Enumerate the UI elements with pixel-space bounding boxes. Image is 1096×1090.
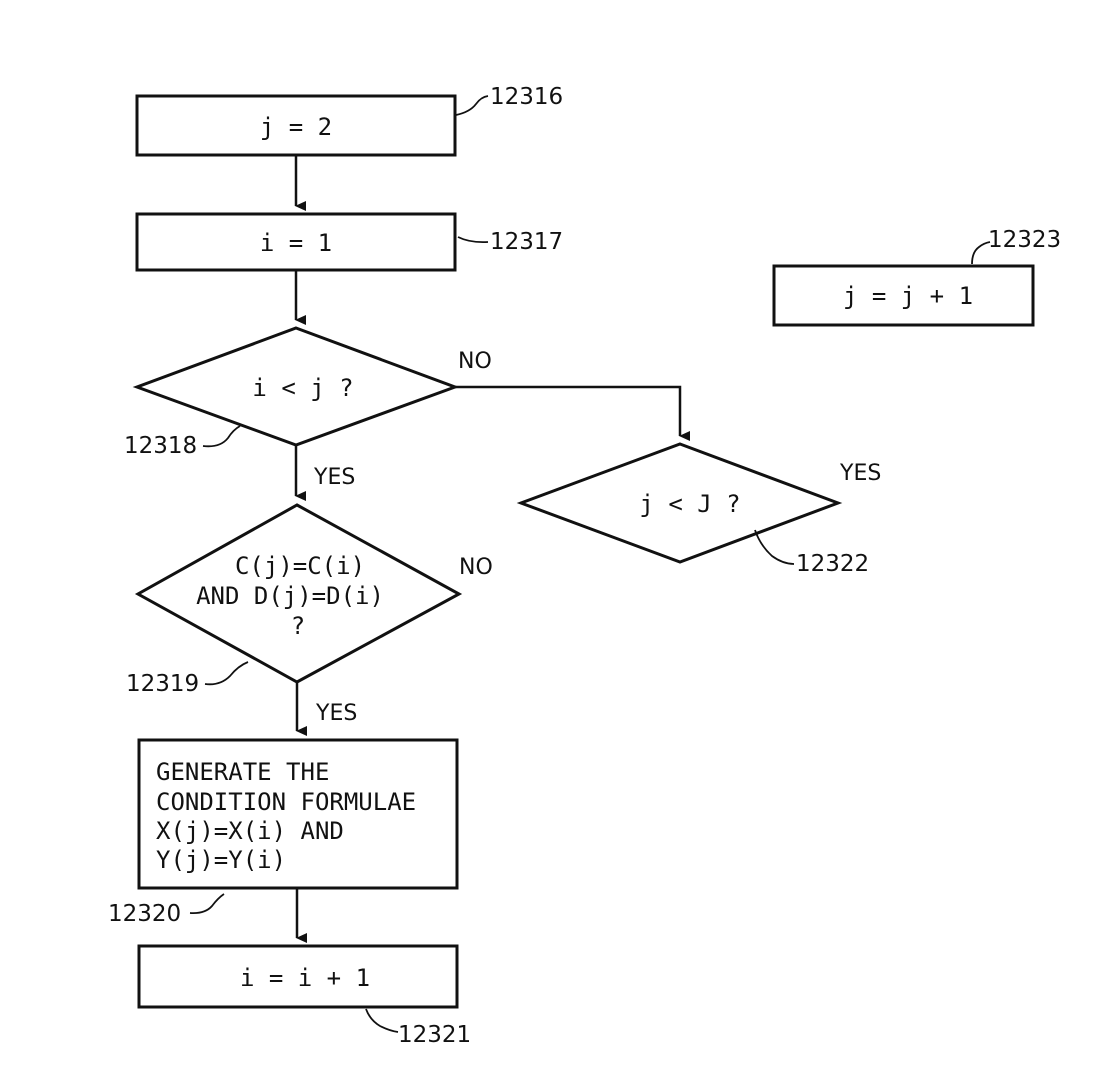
ref-label-12319: 12319 bbox=[126, 671, 199, 697]
process-text-12321: i = i + 1 bbox=[240, 964, 370, 992]
process-box-12317: i = 1 12317 bbox=[135, 212, 563, 272]
process-box-12320: GENERATE THE CONDITION FORMULAE X(j)=X(i… bbox=[108, 738, 459, 927]
process-text-12317: i = 1 bbox=[260, 229, 332, 257]
process-box-12321: i = i + 1 12321 bbox=[137, 944, 471, 1048]
decision-diamond-12318: i < j ? 12318 bbox=[124, 326, 460, 459]
branch-label-yes-12318: YES bbox=[313, 465, 355, 490]
decision-line-12319-1: C(j)=C(i) bbox=[235, 552, 365, 580]
leader-line-12316 bbox=[455, 95, 489, 116]
decision-text-12318: i < j ? bbox=[252, 374, 353, 402]
decision-line-12319-2: AND D(j)=D(i) bbox=[196, 582, 384, 610]
process-line-12320-3: X(j)=X(i) AND bbox=[156, 817, 344, 845]
leader-line-12323 bbox=[971, 241, 991, 265]
leader-line-12319 bbox=[204, 661, 249, 686]
leader-line-12318 bbox=[202, 425, 241, 448]
branch-label-yes-12319: YES bbox=[315, 701, 357, 726]
ref-label-12320: 12320 bbox=[108, 901, 181, 927]
ref-label-12316: 12316 bbox=[490, 84, 563, 110]
process-line-12320-1: GENERATE THE bbox=[156, 758, 329, 786]
decision-diamond-12322: j < J ? 12322 bbox=[516, 442, 869, 577]
arrow-12318-no-12322 bbox=[455, 385, 690, 441]
process-line-12320-4: Y(j)=Y(i) bbox=[156, 846, 286, 874]
process-line-12320-2: CONDITION FORMULAE bbox=[156, 788, 416, 816]
process-text-12323: j = j + 1 bbox=[843, 282, 973, 310]
ref-label-12317: 12317 bbox=[490, 229, 563, 255]
ref-label-12322: 12322 bbox=[796, 551, 869, 577]
process-text-12316: j = 2 bbox=[260, 113, 332, 141]
ref-label-12323: 12323 bbox=[988, 227, 1061, 253]
ref-label-12321: 12321 bbox=[398, 1022, 471, 1048]
leader-line-12321 bbox=[365, 1008, 399, 1033]
branch-label-no-12318: NO bbox=[458, 349, 492, 374]
process-box-12323: j = j + 1 12323 bbox=[772, 227, 1061, 327]
decision-diamond-12319: C(j)=C(i) AND D(j)=D(i) ? 12319 bbox=[126, 503, 463, 697]
process-box-12316: j = 2 12316 bbox=[135, 84, 563, 157]
leader-line-12322 bbox=[754, 529, 795, 565]
ref-label-12318: 12318 bbox=[124, 433, 197, 459]
leader-line-12320 bbox=[189, 893, 225, 915]
decision-text-12322: j < J ? bbox=[639, 490, 740, 518]
branch-label-yes-12322: YES bbox=[839, 461, 881, 486]
branch-label-no-12319: NO bbox=[459, 555, 493, 580]
decision-line-12319-3: ? bbox=[291, 612, 305, 640]
leader-line-12317 bbox=[457, 236, 489, 244]
